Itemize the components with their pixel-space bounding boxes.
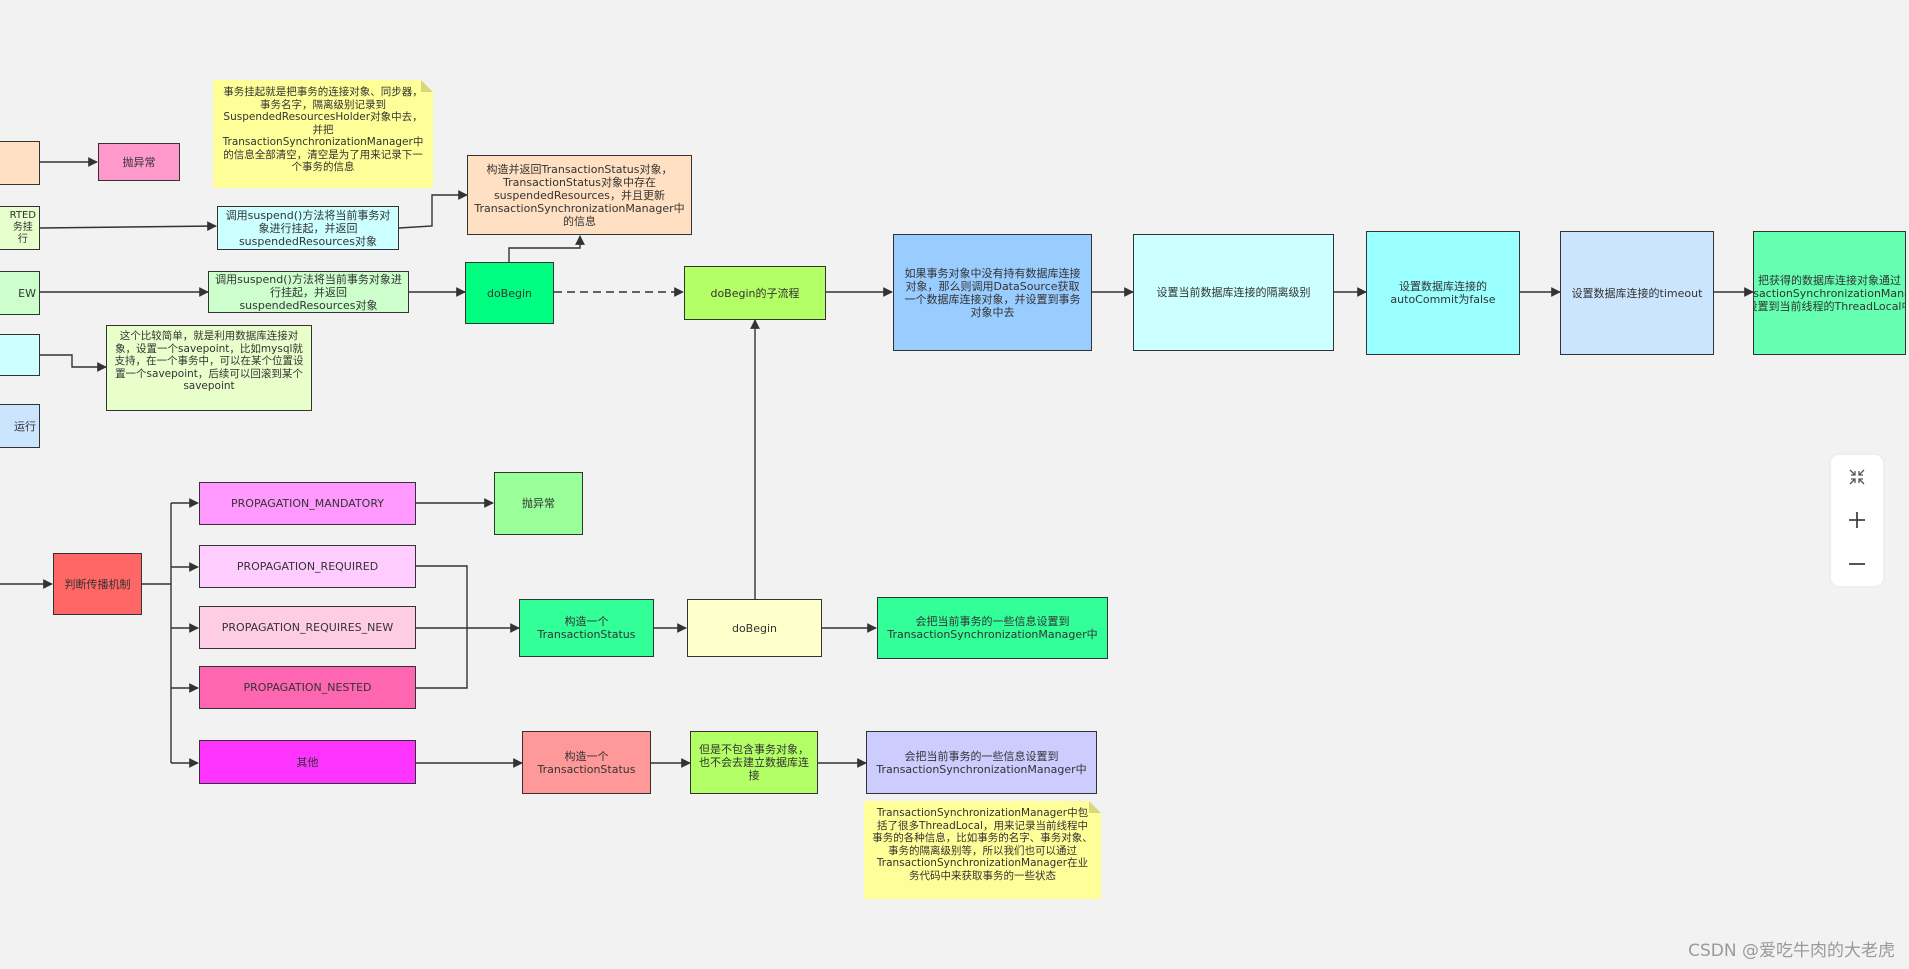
set-timeout-node[interactable]: 设置数据库连接的timeout (1560, 231, 1714, 355)
partial-node-cyan[interactable] (0, 334, 40, 376)
set-isolation-node[interactable]: 设置当前数据库连接的隔离级别 (1133, 234, 1334, 351)
build-status-node[interactable]: 构造并返回TransactionStatus对象，TransactionStat… (467, 155, 692, 235)
propagation-mandatory[interactable]: PROPAGATION_MANDATORY (199, 482, 416, 525)
set-info-node-1[interactable]: 会把当前事务的一些信息设置到 TransactionSynchronizatio… (877, 597, 1108, 659)
partial-node-supported[interactable]: RTED 务挂 行 (0, 206, 40, 250)
throw-exception-node[interactable]: 抛异常 (494, 472, 583, 535)
edge-dobegin-to-build (508, 235, 585, 262)
judge-propagation-node[interactable]: 判断传播机制 (53, 553, 142, 615)
suspend-node-1[interactable]: 调用suspend()方法将当前事务对象进行挂起，并返回suspendedRes… (217, 206, 399, 250)
tsm-note: TransactionSynchronizationManager中包括了很多T… (864, 801, 1101, 899)
partial-node-run[interactable]: 运行 (0, 404, 40, 448)
dobegin-node-top[interactable]: doBegin (465, 262, 554, 324)
collapse-icon (1849, 469, 1865, 485)
set-info-node-2[interactable]: 会把当前事务的一些信息设置到 TransactionSynchronizatio… (866, 731, 1097, 794)
watermark: CSDN @爱吃牛肉的大老虎 (1688, 941, 1895, 961)
fit-view-button[interactable] (1842, 462, 1872, 492)
zoom-in-button[interactable] (1842, 505, 1872, 535)
no-transaction-node[interactable]: 但是不包含事务对象，也不会去建立数据库连接 (690, 731, 818, 794)
edges (0, 157, 1754, 768)
zoom-out-button[interactable] (1842, 549, 1872, 579)
suspend-note: 事务挂起就是把事务的连接对象、同步器，事务名字，隔离级别记录到Suspended… (213, 80, 433, 188)
construct-status-node-2[interactable]: 构造一个 TransactionStatus (522, 731, 651, 794)
bind-threadlocal-node[interactable]: 把获得的数据库连接对象通过TransactionSynchronizationM… (1753, 231, 1906, 355)
edge-suspend1-to-build (398, 190, 468, 229)
get-connection-node[interactable]: 如果事务对象中没有持有数据库连接对象，那么则调用DataSource获取一个数据… (893, 234, 1092, 351)
edge-cyan-to-savepoint (40, 354, 107, 372)
throw-exception-top[interactable]: 抛异常 (98, 143, 180, 181)
construct-status-node-1[interactable]: 构造一个 TransactionStatus (519, 599, 654, 657)
set-autocommit-node[interactable]: 设置数据库连接的 autoCommit为false (1366, 231, 1520, 355)
minus-icon (1849, 563, 1865, 566)
propagation-other[interactable]: 其他 (199, 740, 416, 784)
edge-supported-to-suspend1 (39, 221, 217, 231)
partial-node-requires-new[interactable]: EW (0, 271, 40, 315)
propagation-required[interactable]: PROPAGATION_REQUIRED (199, 545, 416, 588)
plus-icon (1849, 512, 1865, 529)
edge-required-merge (416, 565, 468, 689)
suspend-node-2[interactable]: 调用suspend()方法将当前事务对象进行挂起，并返回suspendedRes… (208, 271, 409, 313)
dobegin-subflow-node[interactable]: doBegin的子流程 (684, 266, 826, 320)
savepoint-note: 这个比较简单，就是利用数据库连接对象，设置一个savepoint，比如mysql… (106, 325, 312, 411)
propagation-requires-new[interactable]: PROPAGATION_REQUIRES_NEW (199, 606, 416, 649)
propagation-nested[interactable]: PROPAGATION_NESTED (199, 666, 416, 709)
partial-node-top[interactable] (0, 141, 40, 185)
dobegin-node-bottom[interactable]: doBegin (687, 599, 822, 657)
zoom-control-panel (1831, 455, 1883, 586)
